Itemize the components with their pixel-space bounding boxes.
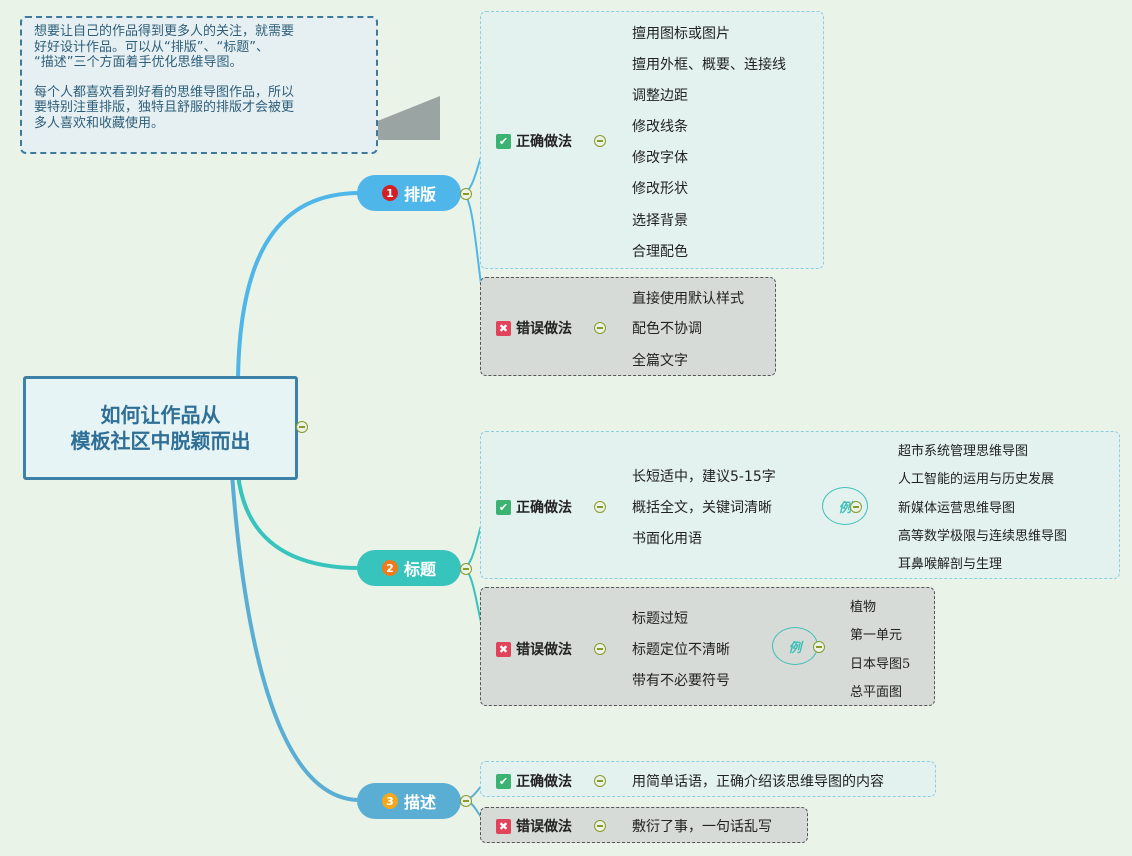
layout-good-item[interactable]: 修改字体 [632,150,688,166]
desc-good-category[interactable]: ✔ 正确做法 [496,771,572,791]
layout-good-item[interactable]: 调整边距 [632,88,688,104]
layout-bad-item[interactable]: 全篇文字 [632,353,688,369]
title-good-label: 正确做法 [516,500,572,516]
layout-bad-label: 错误做法 [516,321,572,337]
badge-number-2: 2 [381,560,398,576]
desc-good-item[interactable]: 用简单话语，正确介绍该思维导图的内容 [632,774,884,790]
badge-number-3: 3 [381,793,398,809]
title-bad-item[interactable]: 带有不必要符号 [632,673,730,689]
title-bad-example[interactable]: 总平面图 [850,685,903,700]
collapse-toggle-title-good[interactable] [594,501,606,513]
layout-bad-item[interactable]: 直接使用默认样式 [632,291,744,307]
desc-bad-category[interactable]: ✖ 错误做法 [496,816,572,836]
collapse-toggle-title-bad-example[interactable] [813,641,825,653]
cross-icon: ✖ [496,320,511,336]
cross-icon: ✖ [496,818,511,834]
collapse-toggle-title-good-example[interactable] [850,501,862,513]
title-bad-example[interactable]: 第一单元 [850,628,903,643]
check-icon: ✔ [496,133,511,149]
title-good-item[interactable]: 书面化用语 [632,531,702,547]
collapse-toggle-desc-bad[interactable] [594,820,606,832]
collapse-toggle-title-bad[interactable] [594,643,606,655]
title-good-box [480,431,1120,579]
desc-good-box [480,761,936,797]
title-good-item[interactable]: 概括全文，关键词清晰 [632,500,772,516]
title-good-item[interactable]: 长短适中，建议5-15字 [632,469,776,485]
title-bad-item[interactable]: 标题过短 [632,611,688,627]
branch-description[interactable]: 3 描述 [357,783,461,819]
collapse-toggle-layout-bad[interactable] [594,322,606,334]
collapse-toggle-layout[interactable] [460,188,472,200]
title-good-example[interactable]: 超市系统管理思维导图 [898,444,1029,459]
desc-bad-item[interactable]: 敷衍了事，一句话乱写 [632,819,772,835]
collapse-toggle-title[interactable] [460,563,472,575]
branch-title[interactable]: 2 标题 [357,550,461,586]
layout-good-item[interactable]: 擅用外框、概要、连接线 [632,57,786,73]
title-good-example[interactable]: 人工智能的运用与历史发展 [898,472,1055,487]
layout-good-item[interactable]: 修改形状 [632,181,688,197]
title-good-example[interactable]: 耳鼻喉解剖与生理 [898,557,1003,572]
central-topic-line-1: 如何让作品从 [100,403,221,427]
branch-layout-label: 排版 [403,185,436,204]
layout-bad-box [480,277,776,376]
branch-description-label: 描述 [403,793,436,812]
collapse-toggle-layout-good[interactable] [594,135,606,147]
title-bad-category[interactable]: ✖ 错误做法 [496,639,572,659]
central-topic[interactable]: 如何让作品从 模板社区中脱颖而出 [23,376,298,480]
collapse-toggle-desc-good[interactable] [594,775,606,787]
layout-bad-category[interactable]: ✖ 错误做法 [496,318,572,338]
central-topic-line-2: 模板社区中脱颖而出 [70,429,251,453]
branch-layout[interactable]: 1 排版 [357,175,461,211]
title-bad-box [480,587,935,706]
check-icon: ✔ [496,499,511,515]
desc-bad-box [480,807,808,843]
check-icon: ✔ [496,773,511,789]
branch-title-label: 标题 [403,560,436,579]
collapse-toggle-description[interactable] [460,795,472,807]
layout-good-item[interactable]: 修改线条 [632,119,688,135]
title-bad-label: 错误做法 [516,642,572,658]
note-paragraph-1: 想要让自己的作品得到更多人的关注，就需要 好好设计作品。可以从“排版”、“标题”… [34,24,295,70]
layout-good-box [480,11,824,269]
title-bad-example[interactable]: 植物 [850,600,877,615]
desc-good-label: 正确做法 [516,774,572,790]
desc-bad-label: 错误做法 [516,819,572,835]
collapse-toggle-central[interactable] [296,421,308,433]
title-bad-example-summary[interactable]: 例 [772,627,818,665]
layout-good-item[interactable]: 选择背景 [632,213,688,229]
cross-icon: ✖ [496,641,511,657]
badge-number-1: 1 [381,185,398,201]
layout-good-category[interactable]: ✔ 正确做法 [496,131,572,151]
title-bad-item[interactable]: 标题定位不清晰 [632,642,730,658]
title-good-example[interactable]: 新媒体运营思维导图 [898,501,1016,516]
title-good-category[interactable]: ✔ 正确做法 [496,497,572,517]
layout-good-item[interactable]: 擅用图标或图片 [632,26,730,42]
layout-bad-item[interactable]: 配色不协调 [632,321,702,337]
layout-good-item[interactable]: 合理配色 [632,244,688,260]
title-bad-example[interactable]: 日本导图5 [850,657,911,672]
title-good-example[interactable]: 高等数学极限与连续思维导图 [898,529,1068,544]
layout-good-label: 正确做法 [516,134,572,150]
intro-note: 想要让自己的作品得到更多人的关注，就需要 好好设计作品。可以从“排版”、“标题”… [20,16,378,154]
title-good-example-summary[interactable]: 例 [822,487,868,525]
note-paragraph-2: 每个人都喜欢看到好看的思维导图作品，所以 要特别注重排版，独特且舒服的排版才会被… [34,84,295,131]
